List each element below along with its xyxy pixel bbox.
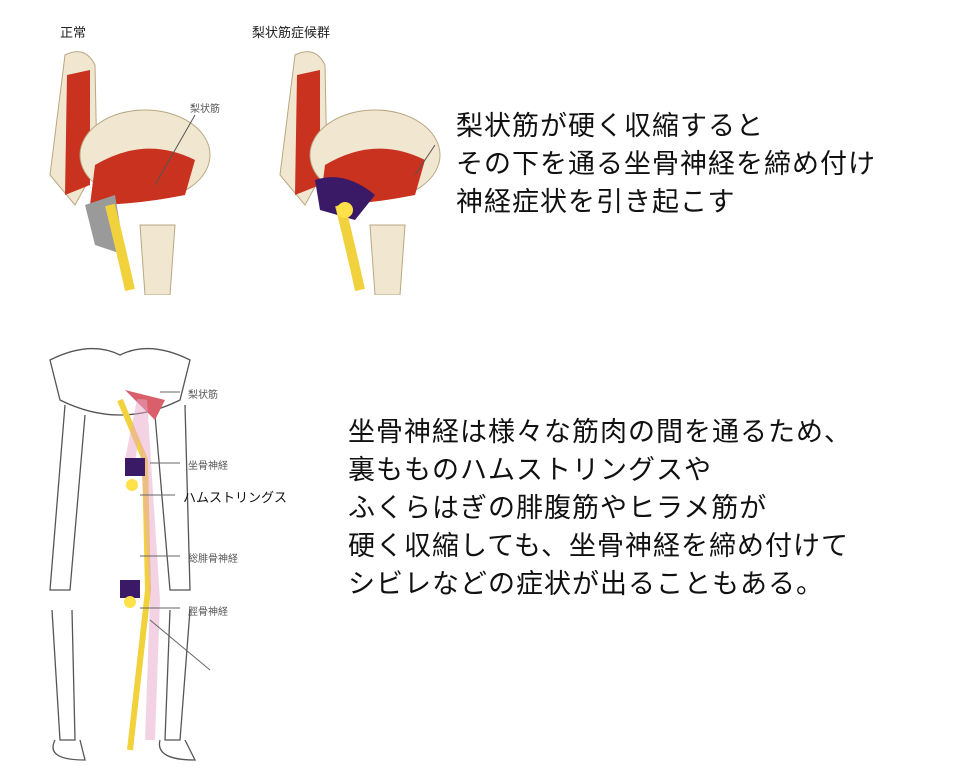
normal-hip-illustration <box>49 51 211 295</box>
label-piriformis: 梨状筋 <box>188 390 218 401</box>
bottom-caption-line: 硬く収縮しても、坐骨神経を締め付けて <box>348 531 850 562</box>
top-caption-line: 神経症状を引き起こす <box>456 187 736 218</box>
label-sciatic-nerve: 坐骨神経 <box>188 461 228 472</box>
top-caption-line: その下を通る坐骨神経を締め付け <box>456 149 876 180</box>
bottom-caption-line: 裏もものハムストリングスや <box>348 455 712 486</box>
label-common-peroneal-nerve: 総腓骨神経 <box>188 554 238 565</box>
label-tibial-nerve: 脛骨神経 <box>188 607 228 618</box>
bottom-caption-line: シビレなどの症状が出ることもある。 <box>348 569 824 600</box>
normal-title: 正常 <box>60 26 87 41</box>
syndrome-hip-illustration <box>279 51 441 295</box>
top-caption-line: 梨状筋が硬く収縮すると <box>456 111 764 142</box>
bottom-caption-line: 坐骨神経は様々な筋肉の間を通るため、 <box>348 417 852 448</box>
syndrome-title: 梨状筋症候群 <box>252 26 331 41</box>
label-hamstrings: ハムストリングス <box>183 491 288 506</box>
top-caption: 梨状筋が硬く収縮すると その下を通る坐骨神経を締め付け 神経症状を引き起こす <box>456 108 876 222</box>
bottom-caption-line: ふくらはぎの腓腹筋やヒラメ筋が <box>348 493 768 524</box>
bottom-caption: 坐骨神経は様々な筋肉の間を通るため、 裏もものハムストリングスや ふくらはぎの腓… <box>348 414 852 604</box>
leg-skeleton-illustration <box>49 347 211 761</box>
normal-piriformis-label: 梨状筋 <box>190 104 220 115</box>
